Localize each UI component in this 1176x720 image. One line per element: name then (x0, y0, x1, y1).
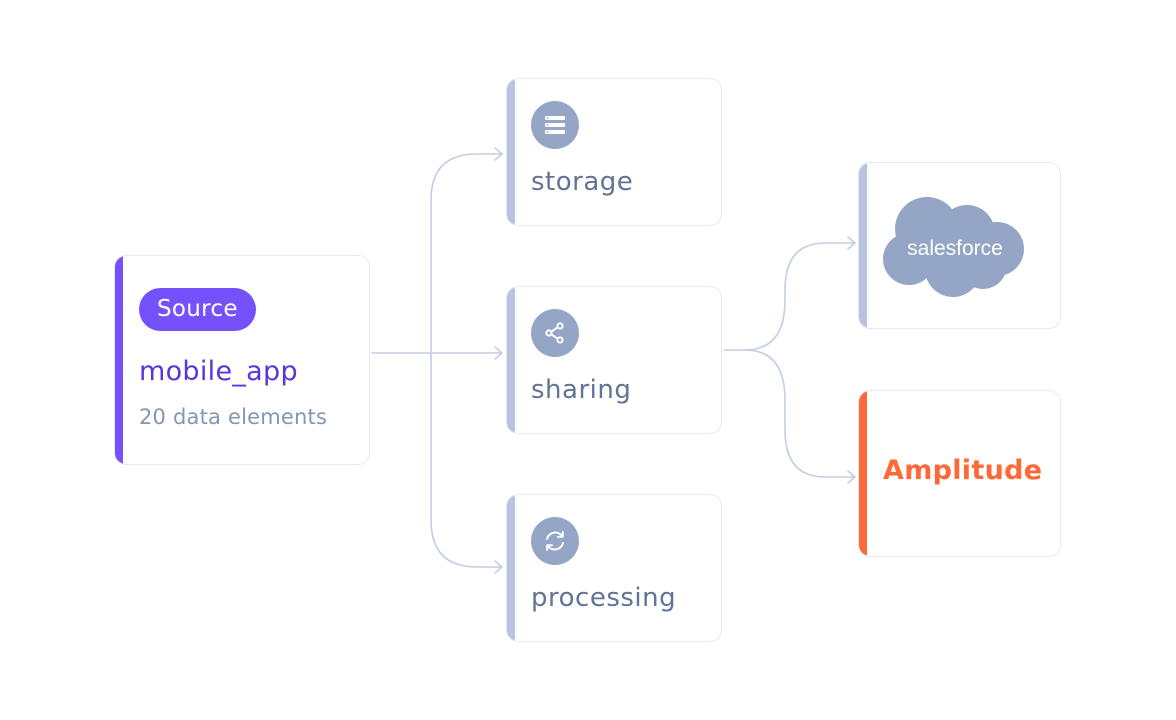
source-accent-bar (115, 256, 123, 464)
source-name: mobile_app (139, 356, 298, 387)
purpose-accent-bar (507, 495, 515, 641)
server-stack-icon (531, 101, 579, 149)
edge-source-storage (430, 147, 503, 354)
purpose-card-sharing[interactable]: sharing (506, 286, 722, 434)
destination-card-salesforce[interactable]: salesforce (858, 162, 1061, 329)
purpose-label: storage (531, 167, 634, 197)
purpose-card-processing[interactable]: processing (506, 494, 722, 642)
source-card[interactable]: Source mobile_app 20 data elements (114, 255, 370, 465)
purpose-label: processing (531, 583, 677, 613)
destination-accent-bar (859, 391, 867, 556)
amplitude-label: Amplitude (883, 455, 1043, 486)
edge-source-processing (430, 352, 503, 574)
source-badge: Source (139, 288, 256, 331)
edge-sharing-amplitude (744, 349, 856, 484)
source-data-element-count: 20 data elements (139, 405, 328, 429)
salesforce-logo-text: salesforce (907, 237, 1003, 260)
purpose-card-storage[interactable]: storage (506, 78, 722, 226)
purpose-accent-bar (507, 79, 515, 225)
refresh-icon (531, 517, 579, 565)
edge-sharing-salesforce (723, 236, 856, 351)
share-icon (531, 309, 579, 357)
purpose-accent-bar (507, 287, 515, 433)
edge-source-sharing (371, 346, 503, 360)
destination-accent-bar (859, 163, 867, 328)
purpose-label: sharing (531, 375, 632, 405)
destination-card-amplitude[interactable]: Amplitude (858, 390, 1061, 557)
salesforce-logo-icon: salesforce (883, 197, 1024, 297)
